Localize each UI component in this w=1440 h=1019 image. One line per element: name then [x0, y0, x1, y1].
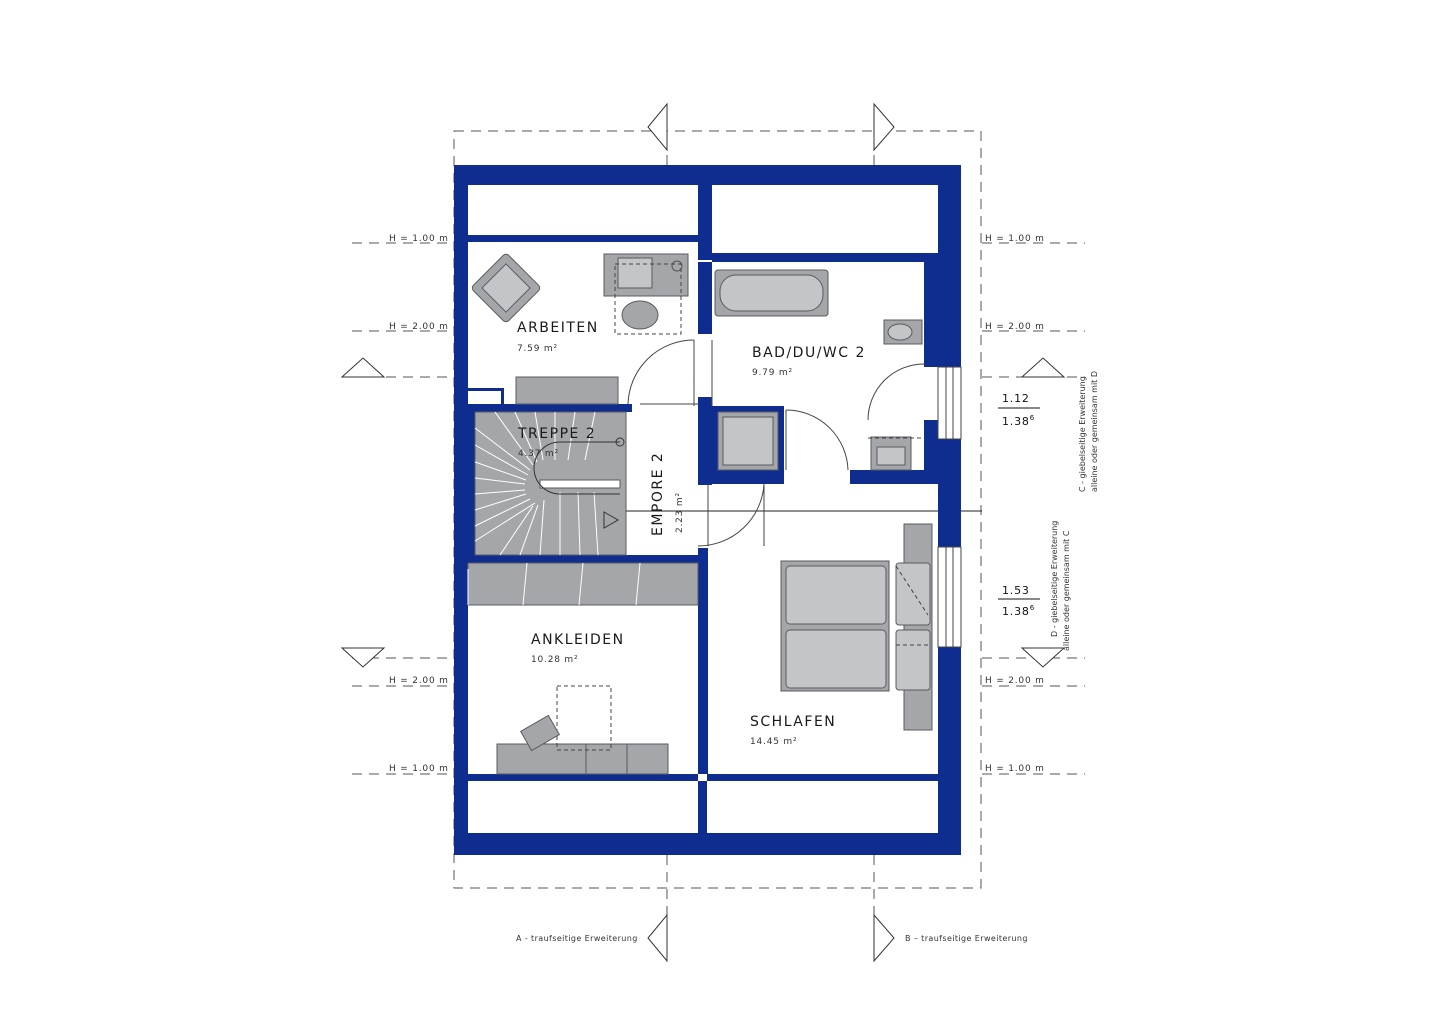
marker-triangle-bottom-a [647, 913, 668, 963]
marker-triangle-bottom-b [873, 913, 895, 963]
window-bathroom [937, 366, 962, 440]
height-label-right-3: H = 2.00 m [985, 676, 1045, 686]
extension-outline [453, 130, 982, 889]
doors [627, 339, 925, 547]
marker-triangle-left-top [340, 357, 386, 378]
height-label-right-2: H = 2.00 m [985, 322, 1045, 332]
room-name-ankleiden: ANKLEIDEN [531, 632, 625, 648]
room-name-bad: BAD/DU/WC 2 [752, 345, 866, 361]
room-area-bad: 9.79 m² [752, 368, 793, 378]
sideboard-arbeiten [515, 376, 619, 405]
room-area-ankleiden: 10.28 m² [531, 655, 578, 665]
marker-triangle-right-bottom [1020, 647, 1066, 668]
marker-triangle-top-a [647, 102, 668, 152]
dimension-d-bottom: 1.386 [1002, 604, 1035, 618]
staircase-icon [474, 411, 627, 556]
armchair-icon [471, 253, 541, 323]
height-label-left-4: H = 1.00 m [389, 764, 449, 774]
height-label-left-2: H = 2.00 m [389, 322, 449, 332]
washbasin-icon [870, 436, 912, 471]
dimension-c-bottom: 1.386 [1002, 414, 1035, 428]
bathtub-icon [714, 269, 829, 317]
extension-caption-a: A - traufseitige Erweiterung [516, 934, 638, 943]
extension-caption-b: B – traufseitige Erweiterung [905, 934, 1028, 943]
walls [454, 165, 961, 855]
dimension-c-top: 1.12 [1002, 392, 1030, 405]
extension-caption-c-line1: C - giebelseitige Erweiterung [1078, 376, 1087, 492]
room-area-schlafen: 14.45 m² [750, 737, 797, 747]
vanity-desk-icon [496, 685, 669, 775]
room-name-arbeiten: ARBEITEN [517, 320, 599, 336]
extension-caption-c-line2: alleine oder gemeinsam mit D [1090, 371, 1099, 492]
marker-triangle-left-bottom [340, 647, 386, 668]
height-label-right-4: H = 1.00 m [985, 764, 1045, 774]
height-label-left-1: H = 1.00 m [389, 234, 449, 244]
dimension-d-top: 1.53 [1002, 584, 1030, 597]
marker-triangle-right-top [1020, 357, 1066, 378]
bed-icon [780, 523, 933, 731]
room-name-treppe: TREPPE 2 [517, 426, 596, 442]
desk-icon [603, 253, 689, 335]
room-name-empore: EMPORE 2 [650, 452, 666, 536]
toilet-icon [883, 319, 923, 345]
extension-caption-d-line1: D - giebelseitige Erweiterung [1050, 521, 1059, 637]
window-bedroom [937, 546, 962, 648]
wardrobe-icon [467, 562, 699, 606]
room-area-arbeiten: 7.59 m² [517, 344, 558, 354]
height-lines [352, 242, 1085, 775]
room-area-empore: 2.23 m² [675, 492, 685, 533]
room-name-schlafen: SCHLAFEN [750, 714, 836, 730]
height-label-left-3: H = 2.00 m [389, 676, 449, 686]
marker-triangle-top-b [873, 102, 895, 152]
height-label-right-1: H = 1.00 m [985, 234, 1045, 244]
room-area-treppe: 4.37 m² [518, 449, 559, 459]
shower-icon [717, 411, 779, 471]
extension-caption-d-line2: alleine oder gemeinsam mit C [1062, 530, 1071, 651]
